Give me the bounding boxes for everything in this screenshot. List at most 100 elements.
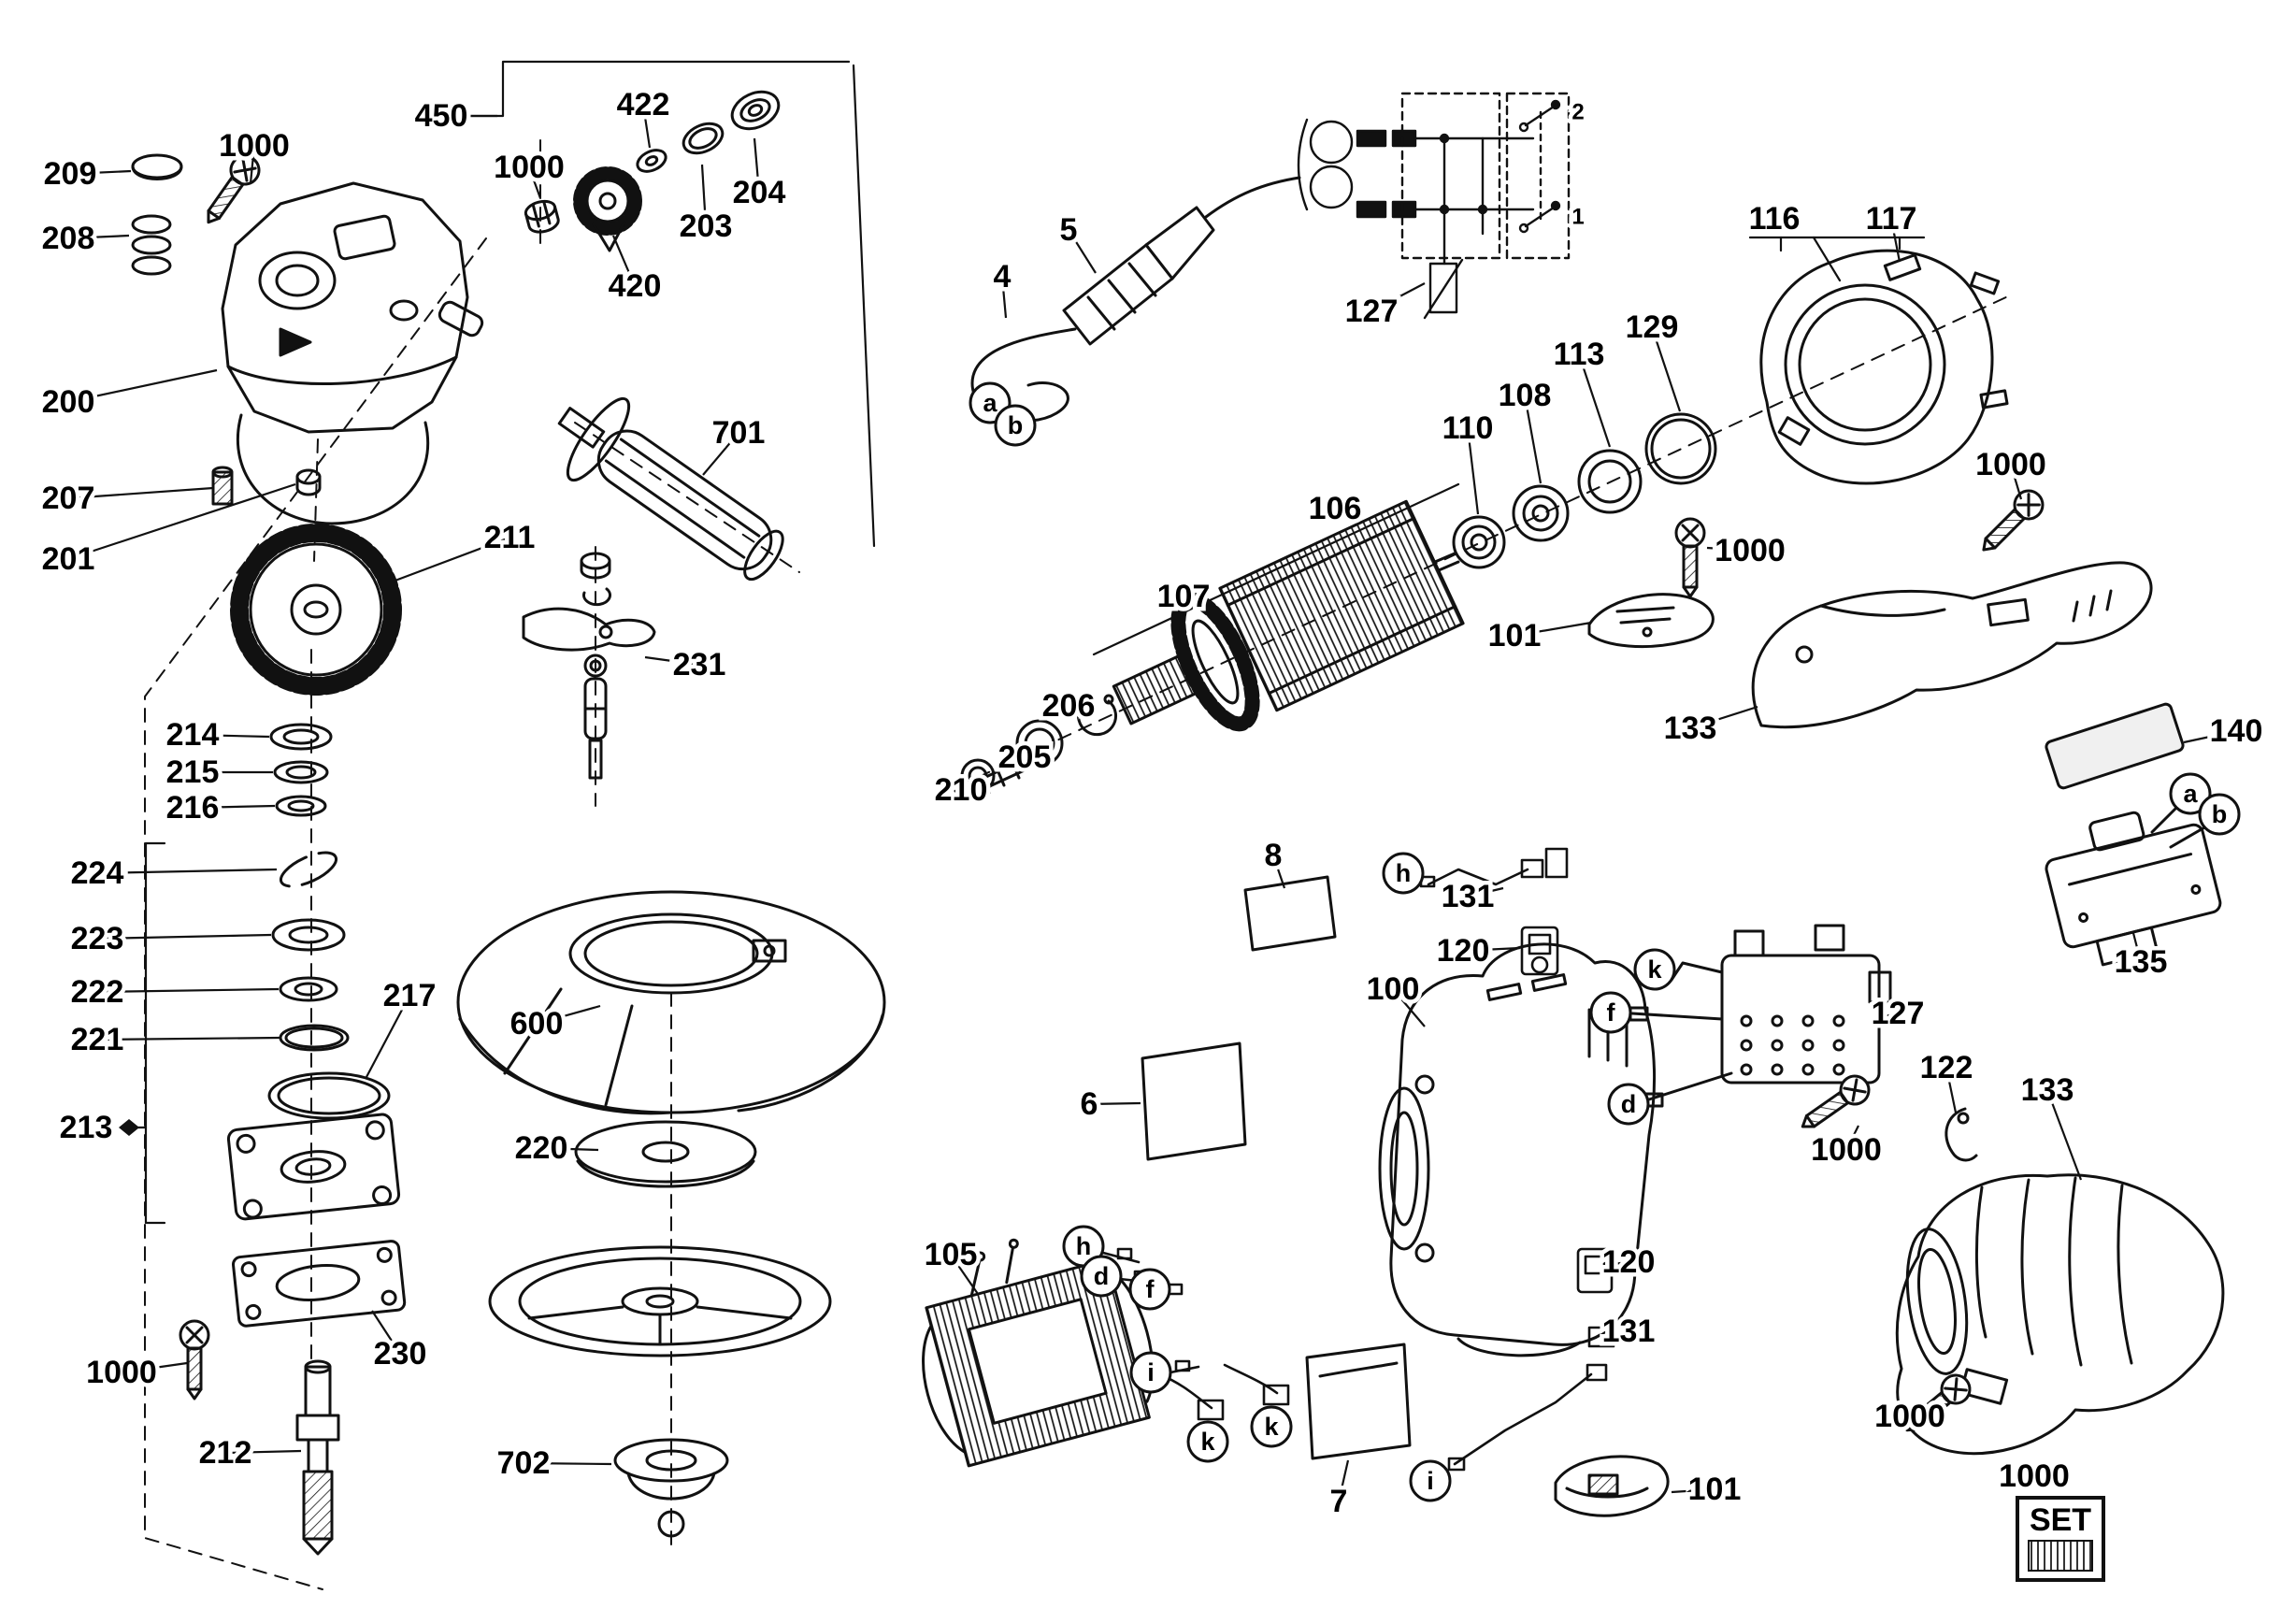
svg-text:1000: 1000: [219, 128, 290, 164]
svg-text:7: 7: [1330, 1484, 1348, 1519]
part-label-120: 120: [1432, 929, 1494, 973]
leader-line-1000: [2009, 464, 2023, 500]
callout-letter-f: f: [1128, 1268, 1171, 1311]
part-label-220: 220: [510, 1127, 572, 1171]
part-label-222: 222: [66, 970, 128, 1014]
part-label-702: 702: [493, 1442, 554, 1486]
leader-line-6: [1088, 1101, 1141, 1106]
wheel-guard-drawing: [456, 890, 886, 1115]
leader-line-101: [1514, 621, 1592, 638]
callout-letter-d: d: [1080, 1255, 1123, 1298]
callout-letter-b: b: [994, 404, 1037, 447]
electronics-module-drawing: [1629, 924, 1892, 1108]
svg-text:5: 5: [1060, 212, 1078, 248]
leader-line-101: [1671, 1487, 1715, 1494]
part-label-7: 7: [1326, 1480, 1352, 1524]
svg-text:120: 120: [1602, 1244, 1656, 1280]
leader-line-7: [1337, 1459, 1350, 1502]
switch-module-drawing: [2045, 804, 2222, 967]
part-label-133: 133: [1659, 707, 1721, 751]
part-label-117: 117: [1861, 197, 1921, 241]
part-label-213: 213: [55, 1106, 139, 1150]
leader-line-208: [67, 234, 130, 240]
svg-text:204: 204: [733, 175, 786, 210]
svg-text:i: i: [1427, 1467, 1434, 1495]
svg-text:222: 222: [71, 974, 124, 1010]
svg-text:214: 214: [166, 717, 220, 753]
svg-text:d: d: [1094, 1262, 1110, 1290]
leader-lines: [67, 104, 2237, 1502]
armature-drawing: [954, 412, 1717, 802]
part-label-1000: 1000: [1711, 529, 1790, 573]
part-label-214: 214: [162, 713, 223, 757]
washer-stack-drawing: [267, 723, 391, 1120]
svg-text:1: 1: [1571, 205, 1584, 230]
svg-text:i: i: [1147, 1358, 1155, 1386]
svg-text:206: 206: [1042, 688, 1096, 724]
leader-line-1000: [249, 145, 256, 184]
part-label-600: 600: [506, 1002, 567, 1046]
part-label-120: 120: [1598, 1241, 1659, 1285]
callout-letter-k: k: [1250, 1405, 1293, 1448]
callout-letter-h: h: [1382, 852, 1425, 895]
leader-line-211: [392, 536, 510, 583]
part-label-1000: 1000: [490, 146, 569, 190]
part-label-113: 113: [1549, 333, 1609, 377]
svg-text:1000: 1000: [1975, 447, 2046, 482]
leader-line-120: [1462, 946, 1521, 953]
leader-line-231: [644, 655, 700, 667]
wiring-schematic-drawing: [1297, 92, 1571, 320]
svg-text:2: 2: [1571, 100, 1584, 125]
clamp-nut-drawing: [613, 1438, 729, 1538]
svg-text:224: 224: [71, 855, 124, 891]
part-label-116: 116: [1744, 197, 1804, 241]
svg-text:131: 131: [1442, 879, 1495, 914]
callout-letter-i: i: [1129, 1351, 1172, 1394]
part-label-127: 127: [1341, 290, 1402, 334]
part-label-215: 215: [162, 751, 223, 795]
part-label-1000: 1000: [1995, 1455, 2074, 1499]
handle-shell-bottom-drawing: [1895, 1173, 2225, 1456]
part-label-216: 216: [162, 786, 223, 830]
svg-text:1000: 1000: [86, 1355, 157, 1390]
svg-text:d: d: [1621, 1090, 1637, 1118]
bearing-housing-drawing: [1759, 249, 2009, 485]
leader-line-127: [1370, 282, 1426, 312]
leader-line-702: [523, 1461, 612, 1466]
part-label-223: 223: [66, 917, 128, 961]
leader-line-5: [1068, 229, 1097, 274]
part-label-133: 133: [2016, 1069, 2078, 1113]
svg-text:1000: 1000: [1874, 1399, 1945, 1434]
callout-letter-h: h: [1062, 1225, 1105, 1268]
part-label-1000: 1000: [1871, 1395, 1950, 1439]
leader-line-135: [2131, 932, 2143, 963]
brush-cover-drawing: [1554, 1455, 1670, 1517]
svg-text:231: 231: [673, 647, 726, 682]
leader-line-212: [224, 1449, 302, 1455]
leader-line-113: [1577, 353, 1612, 448]
leader-line-133: [2045, 1089, 2083, 1181]
svg-text:1000: 1000: [1811, 1132, 1882, 1168]
part-label-217: 217: [379, 974, 440, 1018]
leader-line-108: [1523, 395, 1543, 484]
part-label-210: 210: [930, 768, 992, 812]
svg-text:h: h: [1076, 1232, 1092, 1260]
leader-line-223: [96, 933, 272, 941]
leader-line-107: [1176, 596, 1185, 654]
leader-line-131: [1467, 886, 1504, 898]
svg-text:a: a: [2183, 780, 2198, 808]
part-label-231: 231: [668, 643, 730, 687]
svg-text:209: 209: [44, 156, 97, 192]
part-label-200: 200: [37, 381, 99, 424]
svg-text:f: f: [1607, 998, 1616, 1027]
svg-text:223: 223: [71, 921, 124, 956]
callout-letter-a: a: [2169, 772, 2212, 815]
svg-text:221: 221: [71, 1022, 124, 1057]
sponge-pad-drawing: [2045, 702, 2185, 790]
svg-text:1000: 1000: [1999, 1458, 2070, 1494]
svg-text:230: 230: [374, 1336, 427, 1372]
svg-text:129: 129: [1626, 309, 1679, 345]
part-label-105: 105: [920, 1233, 982, 1277]
